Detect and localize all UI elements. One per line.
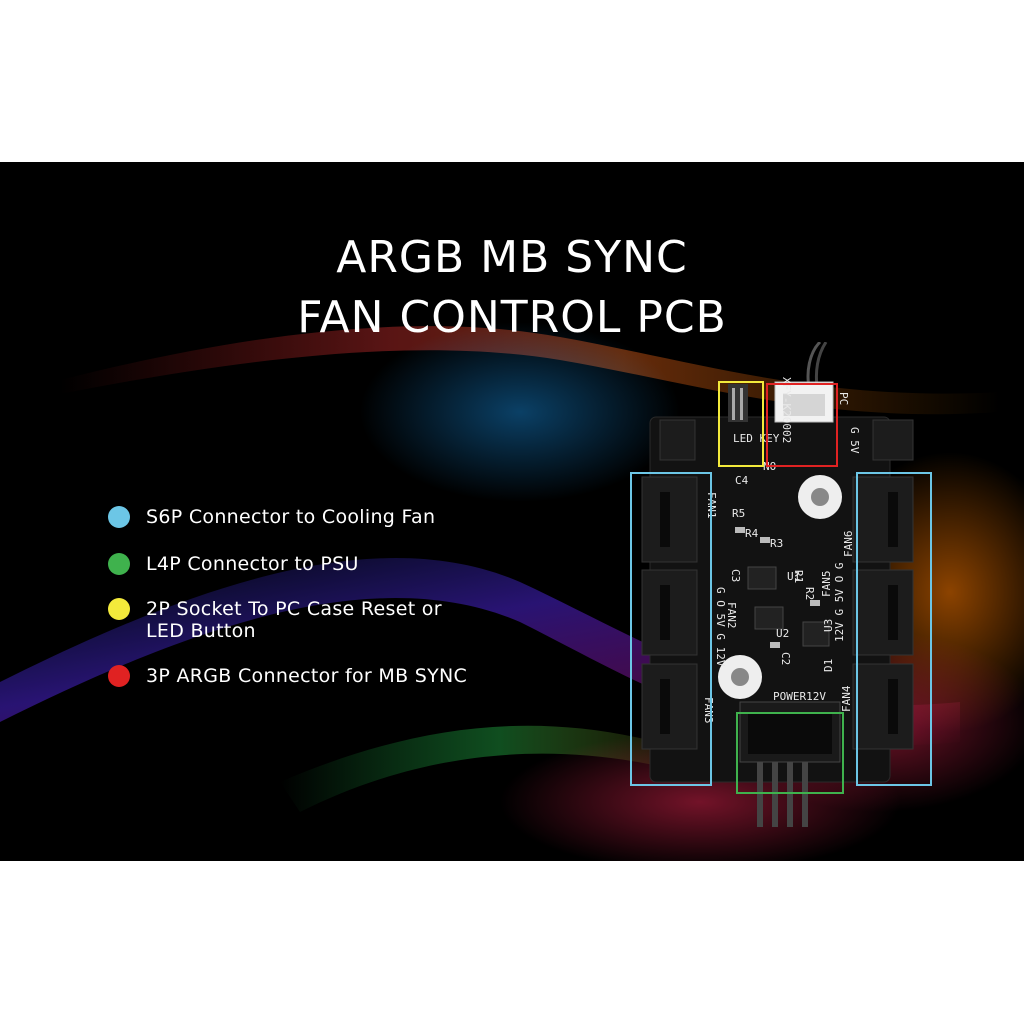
yellow-dot-icon: [108, 598, 130, 620]
legend-item-2p: 2P Socket To PC Case Reset or LED Button: [108, 598, 476, 642]
r5-silkscreen: R5: [732, 507, 745, 520]
l4p-psu-highlight: [736, 712, 844, 794]
legend-text: 3P ARGB Connector for MB SYNC: [146, 665, 468, 687]
legend-item-s6p: S6P Connector to Cooling Fan: [108, 506, 506, 528]
legend-text: 2P Socket To PC Case Reset or LED Button: [146, 598, 442, 642]
legend-item-l4p: L4P Connector to PSU: [108, 553, 506, 575]
pins-right-silkscreen: 12V G 5V O G: [833, 563, 846, 642]
u1-silkscreen: U1: [787, 570, 800, 583]
right-fan-connectors: [852, 419, 914, 750]
c3-silkscreen: C3: [729, 569, 742, 582]
u2-silkscreen: U2: [776, 627, 789, 640]
s6p-right-highlight: [856, 472, 932, 786]
pins-left-silkscreen: G O 5V G 12V: [714, 587, 727, 667]
power-silkscreen: POWER12V: [773, 690, 826, 703]
green-dot-icon: [108, 553, 130, 575]
led-key-silkscreen: LED KEY: [733, 432, 780, 445]
legend-text: L4P Connector to PSU: [146, 553, 359, 575]
red-dot-icon: [108, 665, 130, 687]
r4-silkscreen: R4: [745, 527, 759, 540]
pc-silkscreen: PC: [837, 392, 850, 405]
title-line-1: ARGB MB SYNC: [336, 232, 688, 283]
fan6-silkscreen: FAN6: [842, 531, 855, 558]
title-line-2: FAN CONTROL PCB: [297, 292, 727, 343]
fan2-silkscreen: FAN2: [725, 602, 738, 629]
legend-text: S6P Connector to Cooling Fan: [146, 506, 436, 528]
r3-silkscreen: R3: [770, 537, 783, 550]
banner: ARGB MB SYNC FAN CONTROL PCB S6P Connect…: [0, 162, 1024, 861]
s6p-left-highlight: [630, 472, 712, 786]
legend-item-3p: 3P ARGB Connector for MB SYNC: [108, 665, 506, 687]
d1-silkscreen: D1: [822, 659, 835, 672]
fan4-silkscreen: FAN4: [840, 685, 853, 712]
left-fan-connectors: [641, 419, 698, 750]
3p-argb-highlight: [766, 383, 838, 467]
2p-socket-highlight: [718, 381, 764, 467]
r1-silkscreen: R1: [792, 570, 805, 583]
c2-silkscreen: C2: [779, 652, 792, 665]
r2-silkscreen: R2: [803, 587, 816, 600]
g5v-silkscreen: G 5V: [848, 427, 861, 454]
c4-silkscreen: C4: [735, 474, 749, 487]
model-silkscreen: XFY-K20002: [780, 377, 793, 443]
u3-silkscreen: U3: [822, 619, 835, 632]
cyan-dot-icon: [108, 506, 130, 528]
fan5-silkscreen: FAN5: [820, 571, 833, 598]
